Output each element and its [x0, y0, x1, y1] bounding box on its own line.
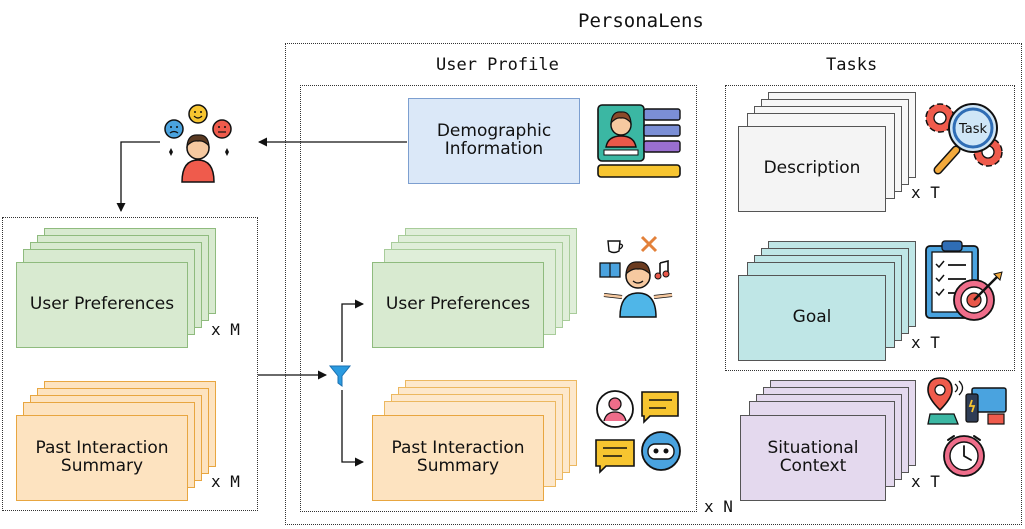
left-interaction-multiplier: x M — [211, 472, 240, 491]
user-feedback-icon — [164, 104, 232, 183]
profile-preferences-card: User Preferences — [372, 262, 544, 348]
demographic-card: Demographic Information — [408, 98, 580, 184]
goal-multiplier: x T — [911, 333, 940, 352]
left-preferences-card: User Preferences — [16, 262, 188, 348]
hobbies-icon — [599, 235, 673, 318]
left-preferences-multiplier: x M — [211, 320, 240, 339]
user-profile-heading: User Profile — [436, 55, 559, 75]
diagram-title: PersonaLens — [578, 10, 704, 32]
tasks-frame — [725, 85, 1015, 371]
profile-preferences-label: User Preferences — [385, 294, 531, 315]
chat-bubbles-icon — [595, 390, 681, 474]
profile-interaction-label-line2: Summary — [416, 456, 500, 476]
goal-card: Goal — [738, 275, 886, 361]
left-interaction-label-line1: Past Interaction — [35, 438, 169, 459]
funnel-icon — [328, 365, 352, 387]
description-label: Description — [763, 158, 861, 179]
situational-label-line2: Context — [779, 456, 847, 476]
sampled-profile-panel — [2, 217, 258, 511]
profile-multiplier: x N — [704, 497, 733, 516]
description-card: Description — [738, 126, 886, 212]
personalens-frame — [285, 43, 1022, 525]
left-preferences-label: User Preferences — [29, 294, 175, 315]
id-card-icon — [597, 104, 681, 178]
clock-icon — [943, 435, 985, 477]
situational-multiplier: x T — [911, 472, 940, 491]
tasks-heading: Tasks — [826, 55, 878, 75]
profile-interaction-label-line1: Past Interaction — [391, 438, 525, 459]
goal-label: Goal — [792, 307, 832, 328]
description-multiplier: x T — [911, 183, 940, 202]
location-devices-icon — [927, 377, 1007, 425]
situational-card: Situational Context — [740, 415, 886, 501]
left-interaction-label-line2: Summary — [60, 456, 144, 476]
task-gear-icon: Task — [925, 103, 1003, 175]
checklist-target-icon — [925, 240, 1003, 321]
demographic-label-line1: Demographic — [436, 121, 552, 142]
user-profile-frame — [300, 85, 697, 512]
profile-interaction-card: Past Interaction Summary — [372, 415, 544, 501]
situational-label-line1: Situational — [767, 438, 859, 459]
left-interaction-card: Past Interaction Summary — [16, 415, 188, 501]
task-icon-label: Task — [958, 122, 988, 137]
demographic-label-line2: Information — [444, 139, 544, 159]
